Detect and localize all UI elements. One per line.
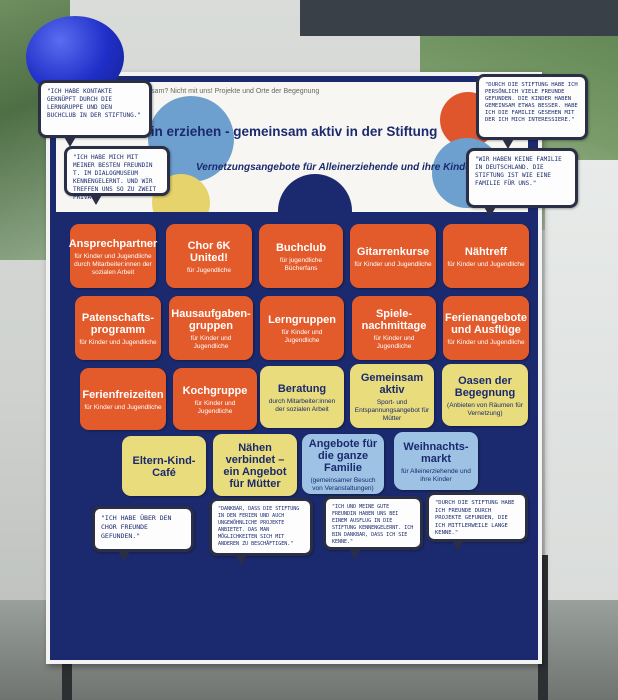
card-sub: für Kinder und Jugendliche xyxy=(447,260,525,268)
quote-text: "Durch die Stiftung habe ich persönlich … xyxy=(485,82,578,123)
card-title: Nähen verbindet – ein Angebot für Mütter xyxy=(223,442,287,490)
card-lerngruppen: Lerngruppen für Kinder und Jugendliche xyxy=(260,296,344,360)
card-sub: Sport- und Entspannungsangebot für Mütte… xyxy=(354,398,430,422)
bubble-tail xyxy=(234,553,248,565)
card-sub: für Jugendliche xyxy=(186,266,232,274)
card-buchclub: Buchclub für jugendliche Bücherfans xyxy=(259,224,343,288)
bubble-tail xyxy=(63,135,77,147)
quote-text: "Dankbar, dass die Stiftung in den Ferie… xyxy=(218,506,300,547)
card-title: Oasen der Begegnung xyxy=(454,374,516,399)
card-sub: für Kinder und Jugendliche xyxy=(79,338,157,346)
card-title: Nähtreff xyxy=(464,245,508,258)
bubble-tail xyxy=(89,193,103,205)
card-title: Ferienangebote und Ausflüge xyxy=(445,311,527,336)
card-sub: für Kinder und Jugendliche xyxy=(373,334,415,350)
card-title: Kochgruppe xyxy=(182,384,248,397)
card-naehen-verbindet: Nähen verbindet – ein Angebot für Mütter xyxy=(213,434,297,496)
card-title: Beratung xyxy=(277,382,327,395)
card-hausaufgabengruppen: Hausaufgaben-gruppen für Kinder und Juge… xyxy=(169,296,253,360)
bubble-tail xyxy=(117,549,131,561)
bubble-tail xyxy=(451,539,465,551)
card-title: Weihnachts-markt xyxy=(403,440,469,465)
card-ferienangebote: Ferienangebote und Ausflüge für Kinder u… xyxy=(443,296,529,360)
bubble-tail xyxy=(501,137,515,149)
card-title: Patenschafts-programm xyxy=(81,311,155,336)
card-spielenachmittage: Spiele-nachmittage für Kinder und Jugend… xyxy=(352,296,436,360)
card-title: Eltern-Kind-Café xyxy=(132,455,196,479)
card-ferienfreizeiten: Ferienfreizeiten für Kinder und Jugendli… xyxy=(80,368,166,430)
quote-bubble: "Durch die Stiftung habe ich Freunde dur… xyxy=(426,492,528,551)
card-title: Hausaufgaben-gruppen xyxy=(171,307,251,332)
card-title: Gemeinsam aktiv xyxy=(360,371,424,396)
card-beratung: Beratung durch Mitarbeiter:innen der soz… xyxy=(260,366,344,428)
card-sub: für jugendliche Bücherfans xyxy=(279,256,323,272)
bubble-tail xyxy=(348,547,362,559)
bubble-tail xyxy=(483,205,497,217)
card-sub: für Alleinerziehende und ihre Kinder xyxy=(401,467,471,483)
card-sub: für Kinder und Jugendliche xyxy=(354,260,432,268)
quote-bubble: "Durch die Stiftung habe ich persönlich … xyxy=(476,74,588,149)
card-sub: für Kinder und Jugendliche xyxy=(281,328,323,344)
quote-text: "Ich habe Kontakte geknüpft durch die Le… xyxy=(47,88,141,119)
card-title: Lerngruppen xyxy=(268,313,336,326)
card-naehtreff: Nähtreff für Kinder und Jugendliche xyxy=(443,224,529,288)
quote-text: "Ich und meine gute Freundin haben uns b… xyxy=(332,504,414,545)
quote-bubble: "Ich und meine gute Freundin haben uns b… xyxy=(323,496,423,559)
card-gitarrenkurse: Gitarrenkurse für Kinder und Jugendliche xyxy=(350,224,436,288)
card-ganze-familie: Angebote für die ganze Familie (gemeinsa… xyxy=(302,434,384,494)
card-ansprechpartner: Ansprechpartner für Kinder und Jugendlic… xyxy=(68,224,158,288)
decor-circle-navy xyxy=(278,174,352,212)
quote-bubble: "Ich habe über den Chor Freunde gefunden… xyxy=(92,506,194,561)
card-title: Spiele-nachmittage xyxy=(361,307,427,332)
card-sub: durch Mitarbeiter:innen der sozialen Arb… xyxy=(268,397,336,413)
quote-bubble: "Dankbar, dass die Stiftung in den Ferie… xyxy=(209,498,313,565)
card-title: Chor 6K United! xyxy=(187,239,231,264)
quote-text: "Ich habe mich mit meiner besten Freundi… xyxy=(73,154,157,201)
card-sub: für Kinder und Jugendliche xyxy=(447,338,525,346)
card-title: Angebote für die ganze Familie xyxy=(308,437,378,474)
card-sub: für Kinder und Jugendliche xyxy=(84,403,162,411)
quote-bubble: "Ich habe Kontakte geknüpft durch die Le… xyxy=(38,80,152,147)
quote-text: "Ich habe über den Chor Freunde gefunden… xyxy=(101,514,172,540)
card-oasen: Oasen der Begegnung (Anbieten von Räumen… xyxy=(442,364,528,426)
card-sub: für Kinder und Jugendliche xyxy=(194,399,236,415)
card-gemeinsam-aktiv: Gemeinsam aktiv Sport- und Entspannungsa… xyxy=(350,364,434,428)
quote-bubble: "Ich habe mich mit meiner besten Freundi… xyxy=(64,146,170,205)
card-title: Gitarrenkurse xyxy=(356,245,430,258)
quote-bubble: "Wir haben keine Familie in Deutschland.… xyxy=(466,148,578,217)
card-title: Buchclub xyxy=(275,241,327,254)
window-frame xyxy=(300,0,618,36)
card-sub: für Kinder und Jugendliche xyxy=(190,334,232,350)
card-sub: für Kinder und Jugendliche durch Mitarbe… xyxy=(74,252,152,276)
page-title: Allein erziehen - gemeinsam aktiv in der… xyxy=(126,124,438,139)
board-stand-right xyxy=(538,555,548,700)
card-title: Ferienfreizeiten xyxy=(82,388,164,401)
card-weihnachtsmarkt: Weihnachts-markt für Alleinerziehende un… xyxy=(394,432,478,490)
page-subtitle: Vernetzungsangebote für Alleinerziehende… xyxy=(196,162,475,173)
header-tagline: ...einsam? Nicht mit uns! Projekte und O… xyxy=(136,88,320,95)
card-title: Ansprechpartner xyxy=(68,237,158,250)
quote-text: "Wir haben keine Familie in Deutschland.… xyxy=(475,156,562,187)
card-chor: Chor 6K United! für Jugendliche xyxy=(166,224,252,288)
card-sub: (Anbieten von Räumen für Vernetzung) xyxy=(447,401,523,417)
card-kochgruppe: Kochgruppe für Kinder und Jugendliche xyxy=(173,368,257,430)
card-eltern-kind-cafe: Eltern-Kind-Café xyxy=(122,436,206,496)
card-sub: (gemeinsamer Besuch von Veranstaltungen) xyxy=(310,476,376,492)
quote-text: "Durch die Stiftung habe ich Freunde dur… xyxy=(435,500,515,536)
card-patenschaftsprogramm: Patenschafts-programm für Kinder und Jug… xyxy=(75,296,161,360)
